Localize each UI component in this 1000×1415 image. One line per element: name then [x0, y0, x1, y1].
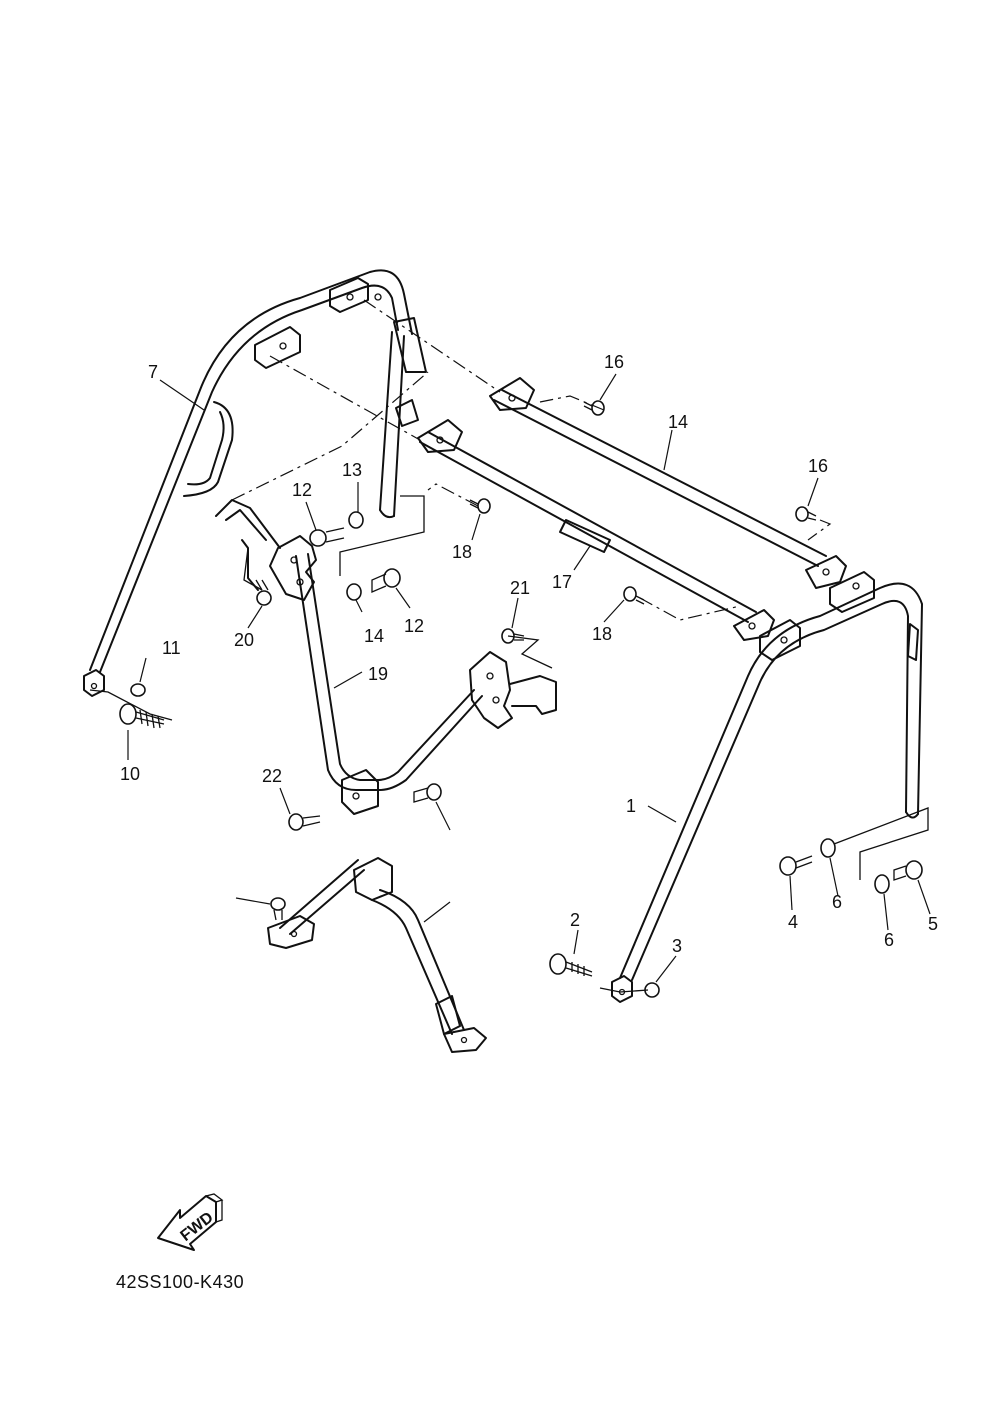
- callout-12a: 13: [342, 460, 362, 480]
- rear-rops-tube-1: [611, 571, 923, 1003]
- fwd-arrow-icon: FWD: [157, 1193, 224, 1251]
- lower-brace-21: [267, 857, 487, 1053]
- callout-14b: 16: [808, 456, 828, 476]
- callout-9: 11: [162, 638, 181, 658]
- bolt-14a: [583, 400, 605, 416]
- callout-19: 22: [262, 766, 282, 786]
- callout-4: 4: [788, 912, 798, 932]
- callout-16a: 18: [452, 542, 472, 562]
- callout-12b: 14: [364, 626, 384, 646]
- brace-17: [269, 535, 557, 815]
- callout-6a: 6: [832, 892, 842, 912]
- collar-6a: [820, 838, 836, 858]
- callout-1: 1: [626, 796, 636, 816]
- bolt-14b: [795, 506, 817, 522]
- callout-18b: 21: [510, 578, 530, 598]
- leader-lines: [127, 373, 931, 983]
- callout-10: 12: [292, 480, 312, 500]
- callout-11: 12: [404, 616, 424, 636]
- callouts: 7 11 10 12 13 12 14 16 14 16 18 17 18 19…: [120, 352, 938, 956]
- bracket-left: [215, 499, 281, 591]
- bolt-10: [309, 527, 345, 547]
- callout-6b: 6: [884, 930, 894, 950]
- callout-14a: 16: [604, 352, 624, 372]
- callout-16b: 18: [592, 624, 612, 644]
- bolt-22: [270, 897, 286, 921]
- callout-15: 17: [552, 572, 572, 592]
- bolt-16b: [623, 586, 645, 605]
- collar-12a: [348, 511, 364, 529]
- cross-bar-15: [417, 419, 775, 641]
- collar-6b: [874, 874, 890, 894]
- bolt-18a: [255, 579, 272, 606]
- callout-5: 5: [928, 914, 938, 934]
- front-rops-tube-7: [83, 269, 427, 697]
- bolt-18b: [501, 628, 525, 644]
- bolt-16a: [469, 498, 491, 514]
- callout-7: 7: [148, 362, 158, 382]
- hardware: [119, 400, 923, 998]
- cross-bar-13: [489, 377, 847, 589]
- bolt-11: [371, 568, 401, 593]
- bolt-2: [549, 953, 593, 977]
- nut-9: [130, 683, 146, 697]
- callout-17: 19: [368, 664, 388, 684]
- bolt-4: [779, 855, 813, 876]
- callout-8: 10: [120, 764, 140, 784]
- callout-13: 14: [668, 412, 688, 432]
- bolt-20: [413, 783, 442, 803]
- callout-3: 3: [672, 936, 682, 956]
- bolt-19: [288, 813, 321, 831]
- bolt-5: [893, 860, 923, 881]
- bolt-8: [119, 703, 165, 729]
- diagram-code: 42SS100-K430: [116, 1272, 244, 1292]
- assembly-lines: [89, 299, 929, 993]
- collar-12b: [346, 583, 362, 601]
- callout-2: 2: [570, 910, 580, 930]
- callout-18a: 20: [234, 630, 254, 650]
